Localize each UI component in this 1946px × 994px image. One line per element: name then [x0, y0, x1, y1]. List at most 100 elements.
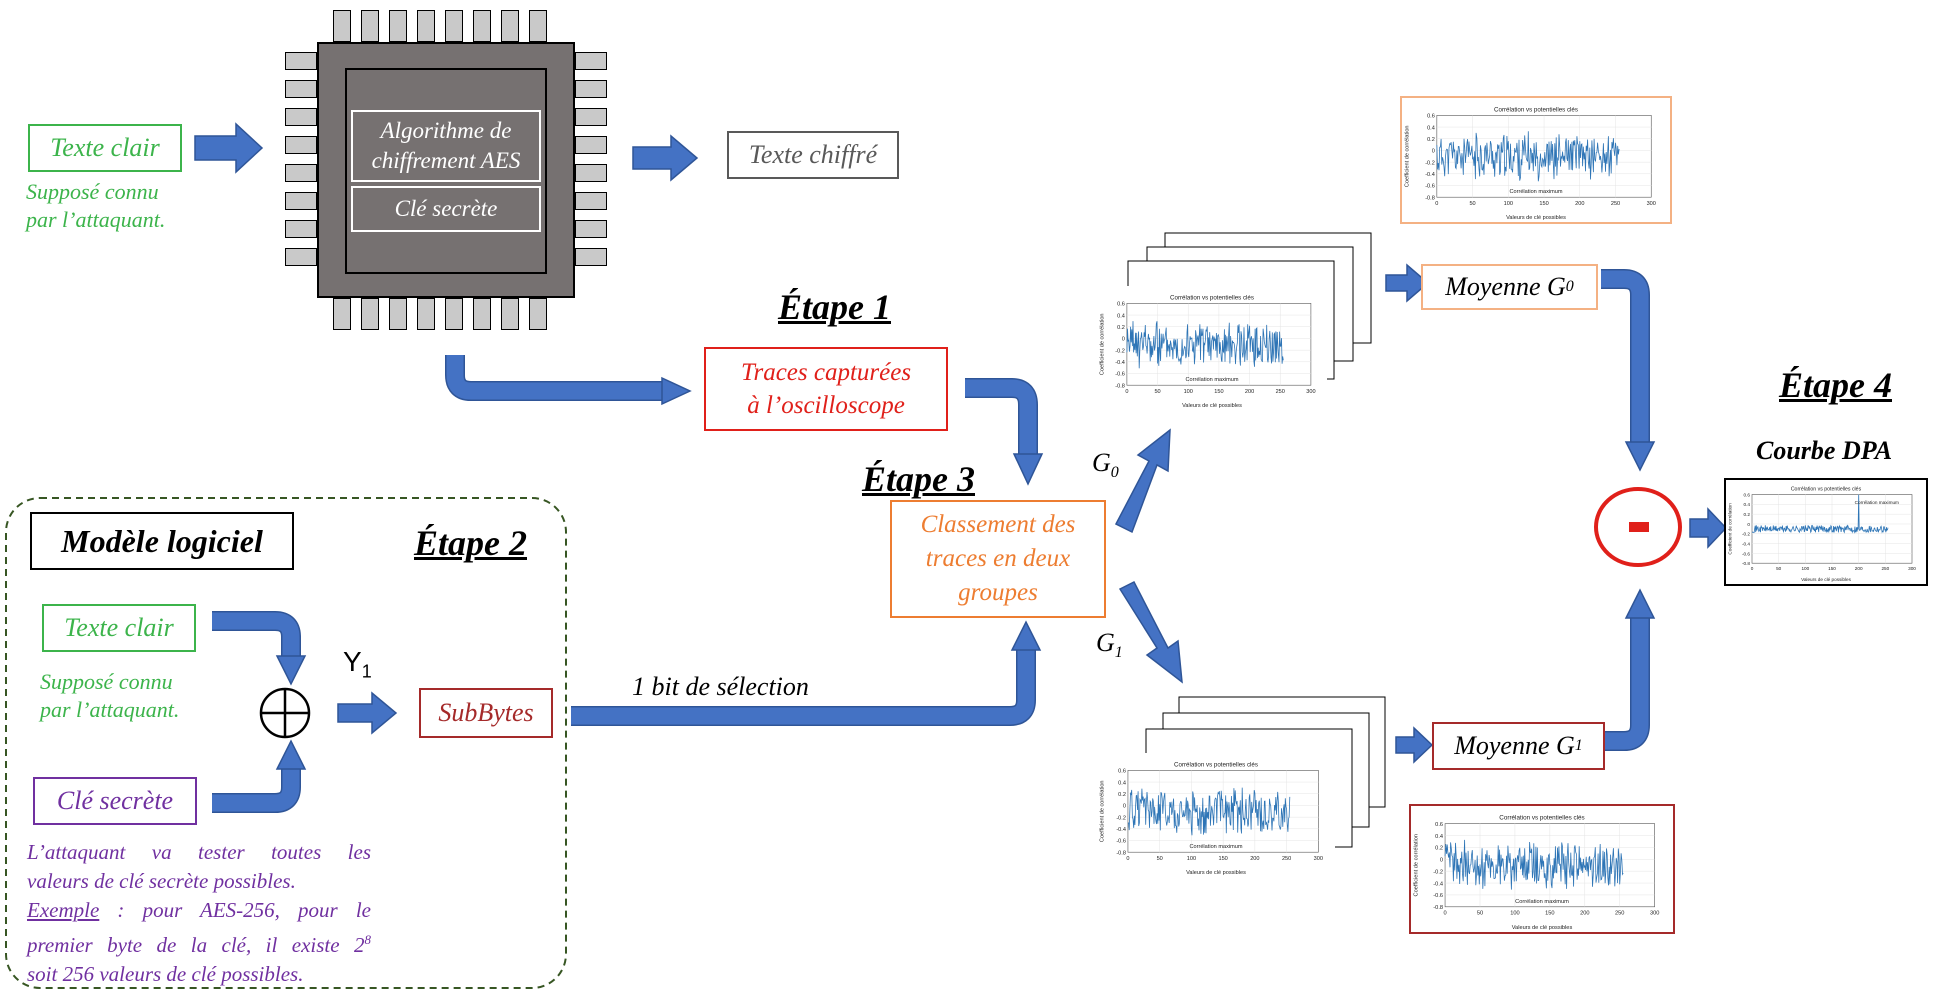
- g0-trace-plot-title: Corrélation vs potentielles clés: [1170, 294, 1254, 301]
- mean-g0-plot-ytick: 0.4: [1427, 125, 1435, 131]
- aes-chip: Algorithme de chiffrement AES Clé secrèt…: [285, 10, 607, 330]
- mean-g0-plot-series: [1436, 131, 1620, 182]
- g1-trace-plot-xtick: 100: [1187, 856, 1196, 862]
- dpa-plot-xtick: 250: [1881, 566, 1889, 571]
- attack-explanation: L’attaquant va tester toutes les valeurs…: [27, 838, 371, 989]
- captured-traces-box: Traces capturées à l’oscilloscope: [704, 347, 948, 431]
- chip-pin-right: [575, 248, 607, 266]
- mean-g1-plot-xtick: 200: [1580, 910, 1589, 916]
- mean-g1-plot-xtick: 150: [1545, 910, 1554, 916]
- mean-g0-plot-ytick: -0.2: [1425, 160, 1435, 166]
- g1-trace-plot-xtick: 50: [1157, 856, 1163, 862]
- classification-line-1: Classement des: [920, 511, 1076, 538]
- g0-trace-plot-ytick: -0.4: [1115, 360, 1125, 366]
- dpa-plot-ylabel: Coefficient de corrélation: [1728, 503, 1733, 555]
- g1-trace-plot-ytick: -0.6: [1116, 839, 1126, 845]
- g1-trace-plot-ytick: -0.2: [1116, 815, 1126, 821]
- chip-pin-left: [285, 192, 317, 210]
- dpa-curve-title: Courbe DPA: [1756, 436, 1893, 465]
- attack-line-3: Exemple : pour AES-256, pour le: [27, 896, 371, 925]
- chip-pin-bottom: [473, 298, 491, 330]
- sw-plaintext-assumption: Supposé connu par l’attaquant.: [40, 668, 179, 724]
- dpa-plot-ytick: -0.2: [1742, 532, 1750, 537]
- dpa-plot-xtick: 50: [1776, 566, 1782, 571]
- mean-g1-plot-ytick: 0.2: [1435, 846, 1443, 852]
- mean-g1-plot-xlabel: Valeurs de clé possibles: [1512, 925, 1573, 931]
- plaintext-label: Texte clair: [50, 133, 160, 162]
- step-1-heading: Étape 1: [778, 287, 891, 327]
- mean-g1-plot-series: [1444, 839, 1624, 890]
- classification-line-3: groupes: [958, 579, 1038, 606]
- chip-pin-bottom: [529, 298, 547, 330]
- chip-pin-left: [285, 164, 317, 182]
- mean-g1-plot-title: Corrélation vs potentielles clés: [1499, 815, 1584, 822]
- g0-trace-plot-xtick: 150: [1214, 389, 1223, 395]
- g1-trace-plot-xtick: 150: [1218, 856, 1227, 862]
- chip-pin-right: [575, 108, 607, 126]
- group-1-subscript: 1: [1114, 644, 1123, 662]
- arrowhead-xor-bottom: [275, 739, 307, 770]
- chip-die: [345, 68, 547, 274]
- g1-trace-plot-series: [1127, 787, 1291, 836]
- g0-trace-plot-ytick: 0.2: [1117, 325, 1125, 331]
- chip-pin-left: [285, 80, 317, 98]
- mean-g0-plot-title: Corrélation vs potentielles clés: [1494, 106, 1578, 113]
- sw-plaintext-label: Texte clair: [64, 613, 174, 642]
- chip-pin-right: [575, 52, 607, 70]
- chip-pin-left: [285, 52, 317, 70]
- group-0-subscript: 0: [1110, 464, 1119, 482]
- attack-line-2: valeurs de clé secrète possibles.: [27, 869, 296, 893]
- arrowhead-minus-bottom: [1624, 588, 1656, 619]
- plaintext-box: Texte clair: [28, 124, 182, 172]
- mean-g0-plot-xlabel: Valeurs de clé possibles: [1506, 215, 1566, 221]
- g1-trace-plot-ytick: -0.8: [1116, 850, 1126, 856]
- g1-trace-plot-ytick: 0.6: [1118, 769, 1126, 775]
- chip-pin-top: [529, 10, 547, 42]
- mean-g0-plot-xtick: 250: [1611, 201, 1620, 207]
- arrow-classify-to-g0: [1114, 428, 1171, 534]
- g0-trace-plot-ytick: -0.8: [1115, 383, 1125, 389]
- classification-box: Classement des traces en deux groupes: [890, 500, 1106, 618]
- mean-g1-plot-xtick: 100: [1510, 910, 1519, 916]
- ciphertext-box: Texte chiffré: [727, 131, 899, 179]
- g0-trace-plot-xtick: 50: [1154, 389, 1160, 395]
- chip-pin-top: [501, 10, 519, 42]
- mean-g1-plot-ytick: -0.8: [1433, 905, 1443, 911]
- g0-trace-plot-annotation: Corrélation maximum: [1185, 377, 1238, 383]
- g1-trace-plot-xtick: 300: [1314, 856, 1323, 862]
- mean-g1-plot-ytick: 0.6: [1435, 822, 1443, 828]
- mean-g0-plot-ytick: 0.2: [1427, 137, 1435, 143]
- arrow-xor-to-subbytes: [337, 691, 398, 735]
- mean-g1-plot-annotation: Corrélation maximum: [1515, 899, 1569, 905]
- mean-g0-plot-xtick: 0: [1435, 201, 1438, 207]
- dpa-plot-series: [1751, 494, 1889, 534]
- mean-g1-plot-ytick: -0.2: [1433, 869, 1443, 875]
- step-4-heading: Étape 4: [1779, 365, 1892, 405]
- mean-g0-plot-xtick: 50: [1469, 201, 1475, 207]
- sw-key-box: Clé secrète: [33, 777, 197, 825]
- g1-trace-plot-xtick: 0: [1126, 856, 1129, 862]
- dpa-plot-xtick: 0: [1751, 566, 1754, 571]
- mean-g0-subscript: 0: [1565, 278, 1574, 295]
- chip-pin-top: [389, 10, 407, 42]
- chip-key-label: Clé secrète: [351, 186, 541, 232]
- chip-pin-left: [285, 248, 317, 266]
- mean-g0-plot-xtick: 200: [1575, 201, 1584, 207]
- chip-body: [317, 42, 575, 298]
- sw-key-label: Clé secrète: [56, 786, 174, 815]
- mean-g1-label: Moyenne G: [1454, 731, 1575, 760]
- dpa-plot-annotation: Corrélation maximum: [1855, 500, 1899, 505]
- mean-g0-plot-ytick: 0: [1432, 149, 1435, 155]
- plaintext-assumption: Supposé connu par l’attaquant.: [26, 178, 165, 234]
- dpa-plot-ytick: 0: [1747, 522, 1750, 527]
- group-0-letter: G: [1092, 448, 1111, 477]
- chip-pin-left: [285, 136, 317, 154]
- sw-note-line-1: Supposé connu: [40, 669, 173, 694]
- arrowhead-xor-top: [275, 655, 307, 686]
- chip-pin-left: [285, 220, 317, 238]
